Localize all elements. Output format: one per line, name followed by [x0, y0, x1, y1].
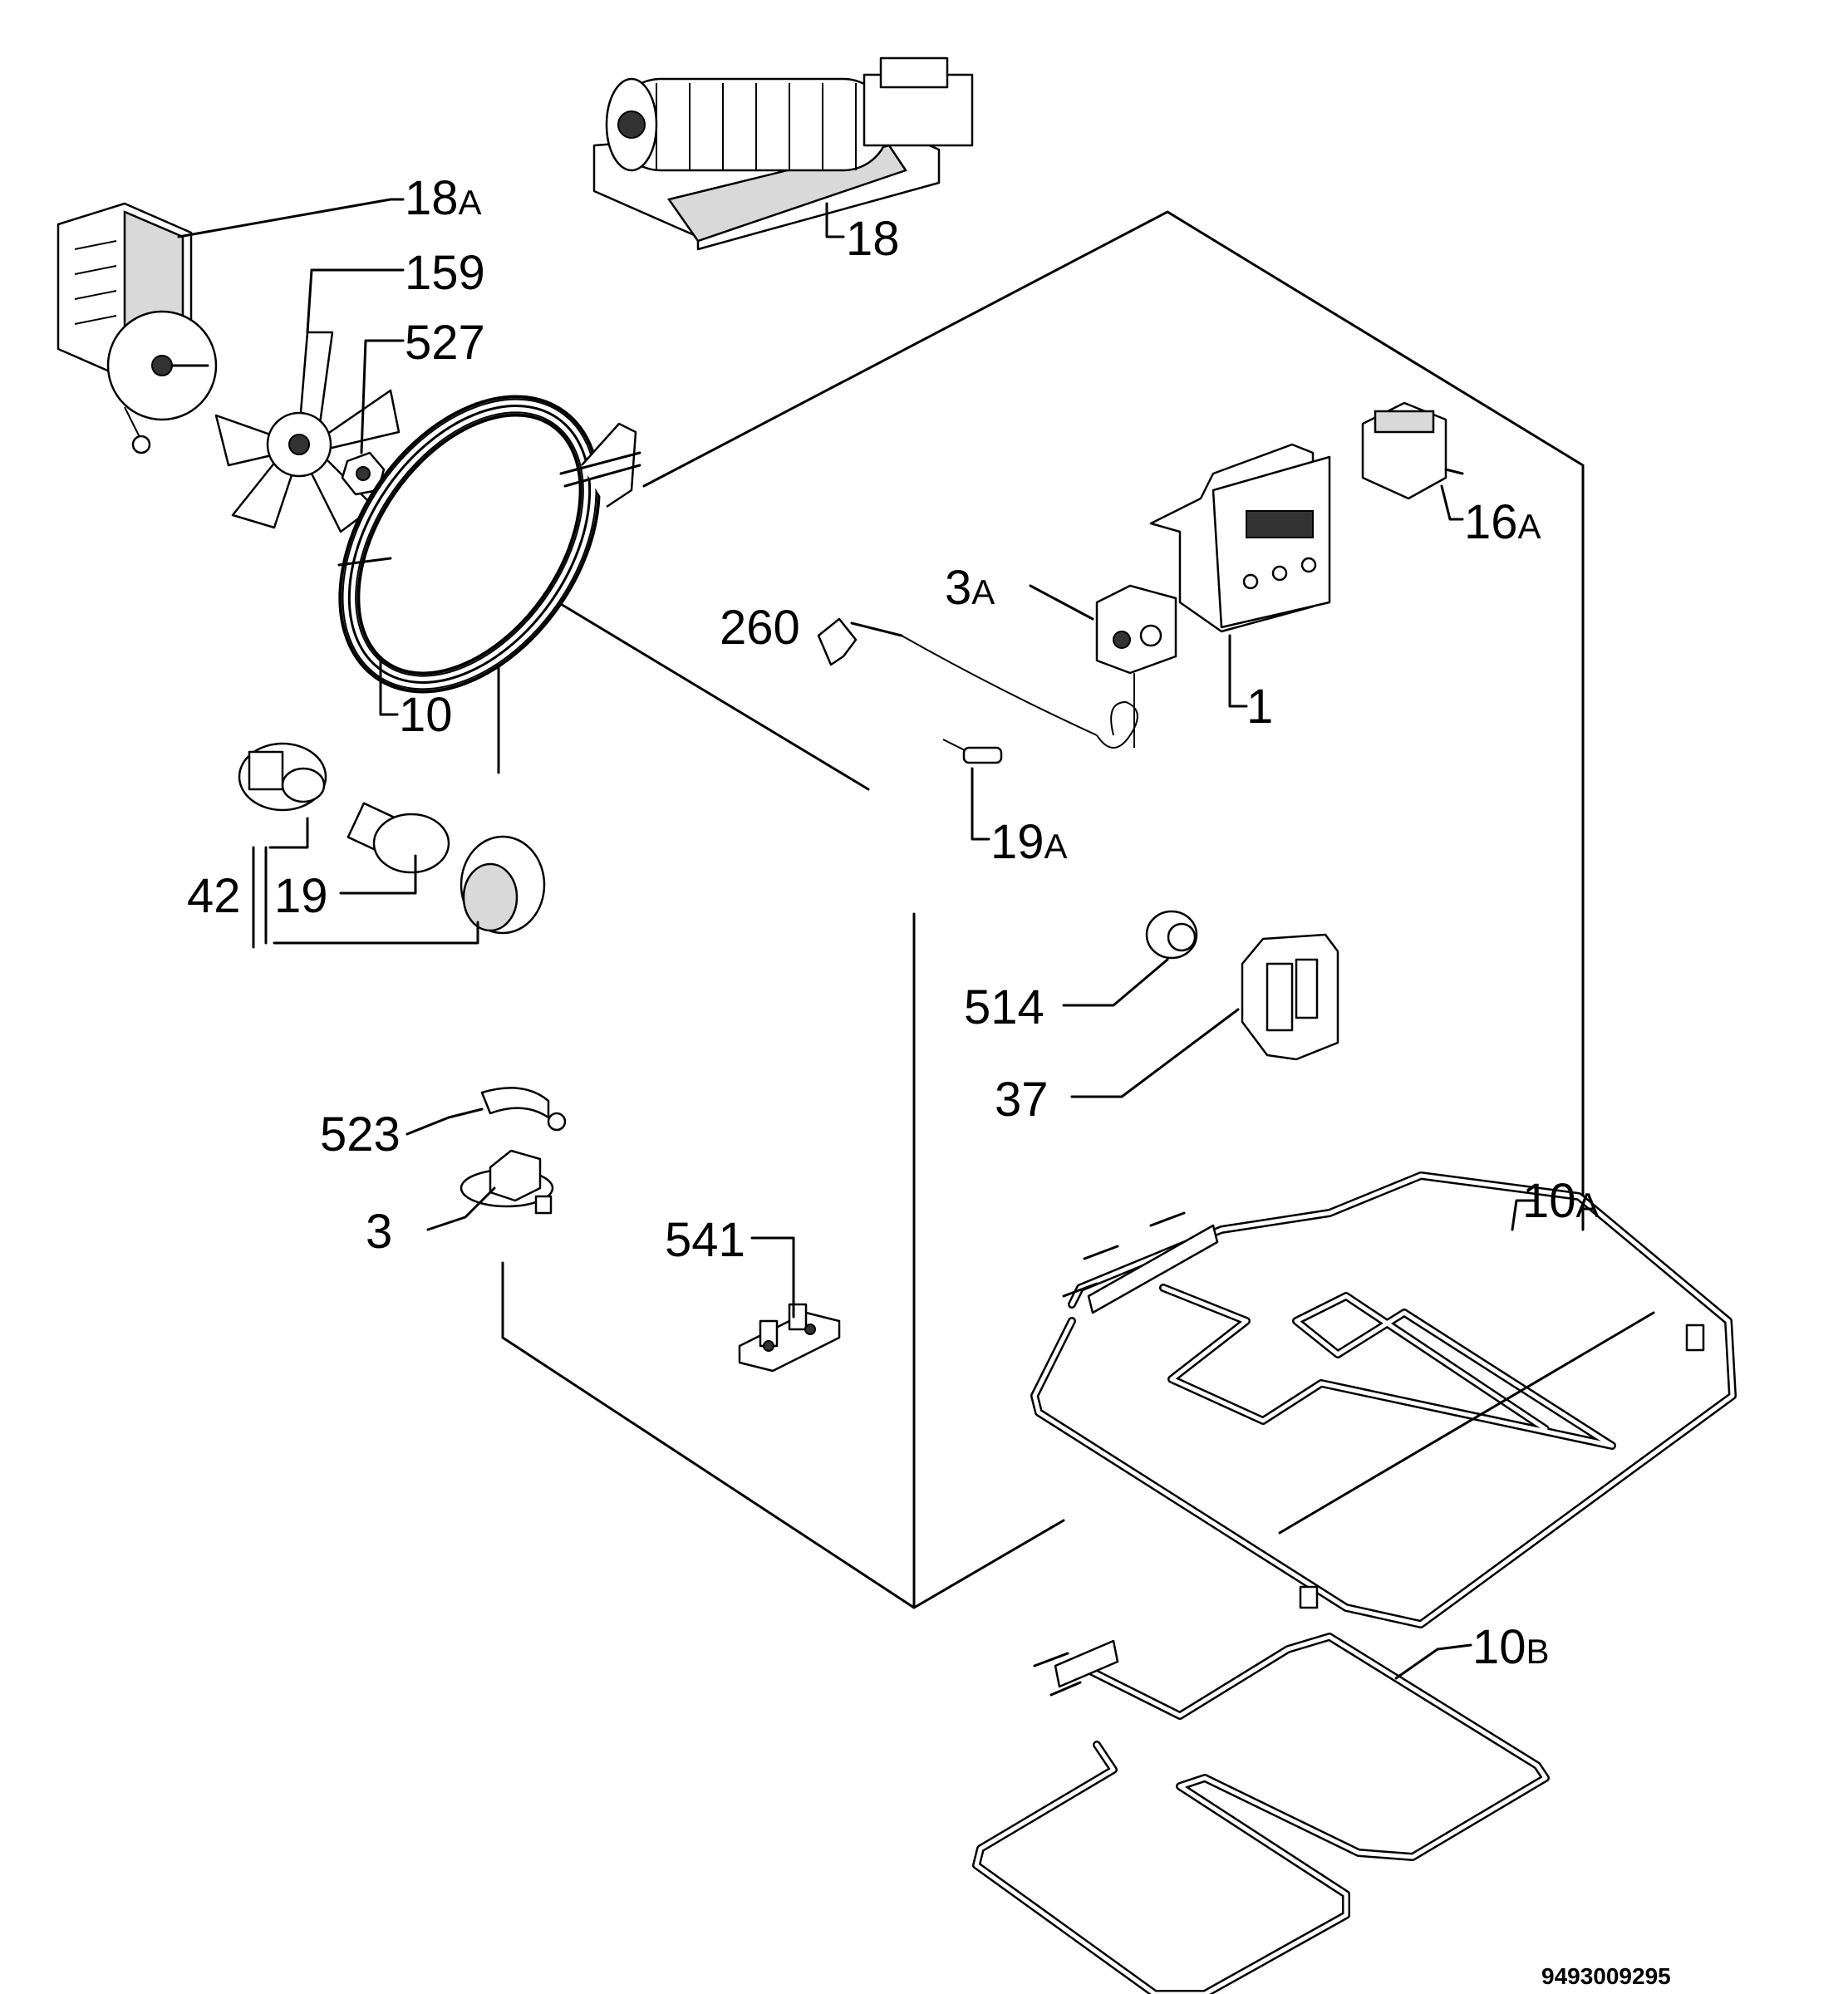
label-523: 523 — [320, 1108, 401, 1162]
label-3: 3 — [366, 1205, 392, 1259]
electronic-timer-part — [1149, 443, 1331, 633]
label-16A: 16A — [1464, 495, 1541, 549]
label-10: 10 — [399, 688, 453, 742]
safety-thermostat-part — [460, 1149, 554, 1215]
label-10A: 10A — [1522, 1174, 1600, 1228]
label-19A: 19A — [990, 815, 1068, 869]
label-1: 1 — [1246, 680, 1273, 734]
label-260: 260 — [720, 601, 800, 655]
thermostat-bracket-part — [480, 1087, 567, 1132]
label-42: 42 — [187, 869, 241, 923]
bottom-element-part — [972, 1633, 1550, 1994]
nut-part — [341, 451, 386, 496]
circular-heating-element-part — [337, 395, 641, 694]
label-3A: 3A — [945, 561, 995, 615]
tangential-fan-part — [592, 56, 974, 251]
label-18: 18 — [846, 212, 900, 266]
thermostat-part — [901, 584, 1177, 749]
label-541: 541 — [665, 1213, 745, 1267]
label-18A: 18A — [405, 171, 482, 225]
lamp-seal-part — [1145, 910, 1198, 960]
lamp-cover-part — [460, 835, 546, 935]
label-514: 514 — [964, 980, 1044, 1034]
fan-motor-part — [57, 202, 218, 454]
label-159: 159 — [405, 246, 485, 300]
drawing-code: 9493009295 — [1541, 1963, 1671, 1989]
part-labels: 18A 159 527 18 16A 3A 260 1 10 19A 42 19… — [187, 171, 1671, 1989]
door-catch-part — [1241, 933, 1339, 1061]
label-527: 527 — [405, 316, 485, 370]
selector-switch-part — [1361, 401, 1464, 500]
label-10B: 10B — [1472, 1620, 1550, 1674]
lamp-bulb-part — [346, 802, 450, 874]
grill-element-part — [1030, 1171, 1737, 1628]
sensor-clip-part — [817, 617, 903, 666]
lamp-holder-part — [238, 742, 327, 812]
terminal-block-part — [738, 1303, 841, 1373]
sensor-probe-part — [942, 739, 1003, 764]
label-37: 37 — [995, 1073, 1049, 1127]
label-19: 19 — [274, 869, 328, 923]
leader-lines — [177, 198, 1585, 1680]
